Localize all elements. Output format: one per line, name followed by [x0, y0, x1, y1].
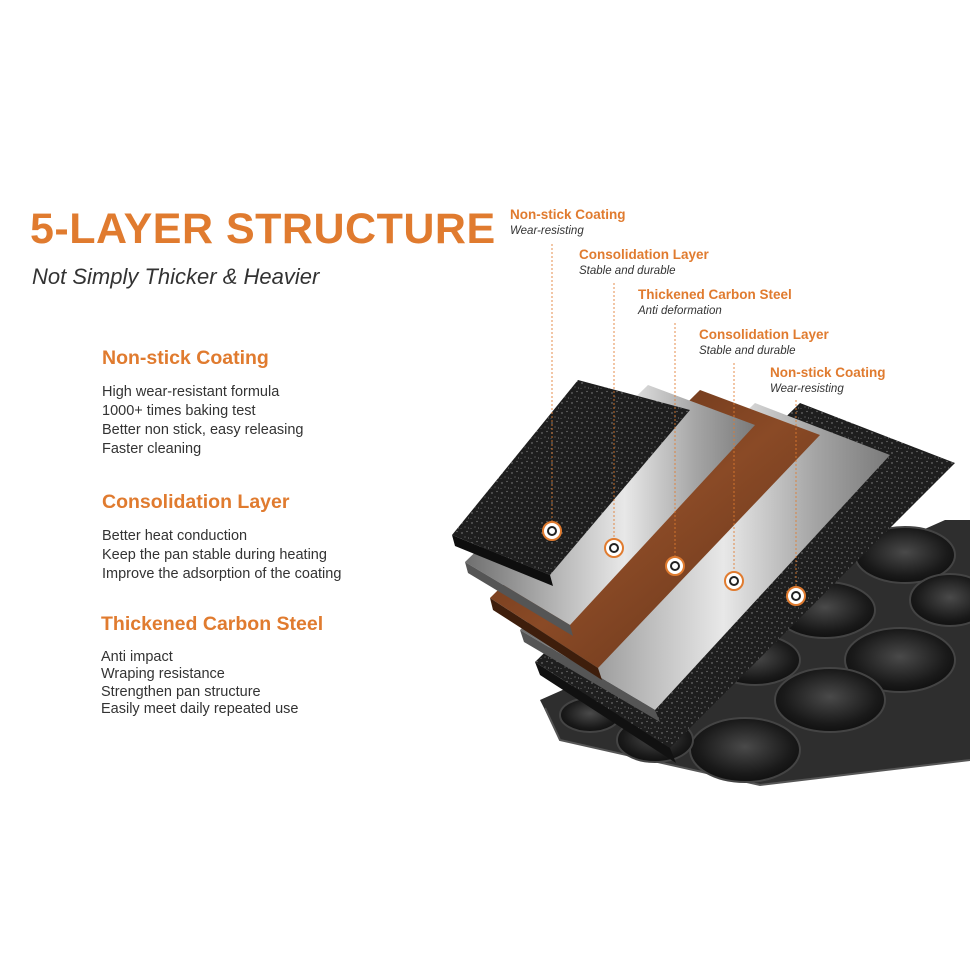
layer-coating-top	[452, 380, 690, 586]
feature-line: High wear-resistant formula	[102, 384, 280, 400]
target-marker-icon	[542, 521, 562, 541]
layer-callout-5: Non-stick Coating Wear-resisting	[770, 364, 886, 397]
feature-line: Faster cleaning	[102, 441, 202, 457]
layer-callout-1: Non-stick Coating Wear-resisting	[510, 206, 626, 239]
layer-markers	[542, 521, 806, 606]
section-heading: Thickened Carbon Steel	[101, 613, 324, 635]
page-subtitle: Not Simply Thicker & Heavier	[32, 264, 320, 289]
leader-lines	[551, 244, 797, 588]
feature-line: Strengthen pan structure	[101, 683, 261, 700]
callout-desc: Stable and durable	[699, 345, 796, 357]
target-marker-icon	[665, 556, 685, 576]
layer-callout-2: Consolidation Layer Stable and durable	[579, 246, 709, 279]
section-heading: Consolidation Layer	[102, 491, 290, 513]
feature-line: 1000+ times baking test	[102, 403, 256, 419]
callout-desc: Wear-resisting	[510, 225, 584, 237]
callout-desc: Wear-resisting	[770, 383, 844, 395]
callout-name: Consolidation Layer	[699, 327, 829, 342]
target-marker-icon	[786, 586, 806, 606]
callout-name: Non-stick Coating	[510, 207, 626, 222]
layer-callout-3: Thickened Carbon Steel Anti deformation	[638, 286, 792, 319]
callout-desc: Anti deformation	[638, 305, 722, 317]
page-title: 5-LAYER STRUCTURE	[30, 205, 496, 253]
feature-section-nonstick: Non-stick Coating High wear-resistant fo…	[102, 347, 422, 459]
feature-section-consolidation: Consolidation Layer Better heat conducti…	[102, 491, 422, 584]
feature-line: Better heat conduction	[102, 528, 248, 544]
feature-line: Improve the adsorption of the coating	[102, 566, 342, 582]
feature-line: Better non stick, easy releasing	[102, 422, 304, 438]
callout-desc: Stable and durable	[579, 265, 676, 277]
layer-callout-4: Consolidation Layer Stable and durable	[699, 326, 829, 359]
callout-name: Thickened Carbon Steel	[638, 287, 792, 302]
target-marker-icon	[604, 538, 624, 558]
callout-name: Non-stick Coating	[770, 365, 886, 380]
feature-section-carbon-steel: Thickened Carbon Steel Anti impact Wrapi…	[101, 613, 421, 718]
callout-name: Consolidation Layer	[579, 247, 709, 262]
feature-line: Anti impact	[101, 649, 173, 665]
feature-line: Easily meet daily repeated use	[101, 700, 299, 717]
section-heading: Non-stick Coating	[102, 347, 269, 369]
feature-line: Wraping resistance	[101, 666, 225, 683]
feature-line: Keep the pan stable during heating	[102, 547, 327, 563]
target-marker-icon	[724, 571, 744, 591]
